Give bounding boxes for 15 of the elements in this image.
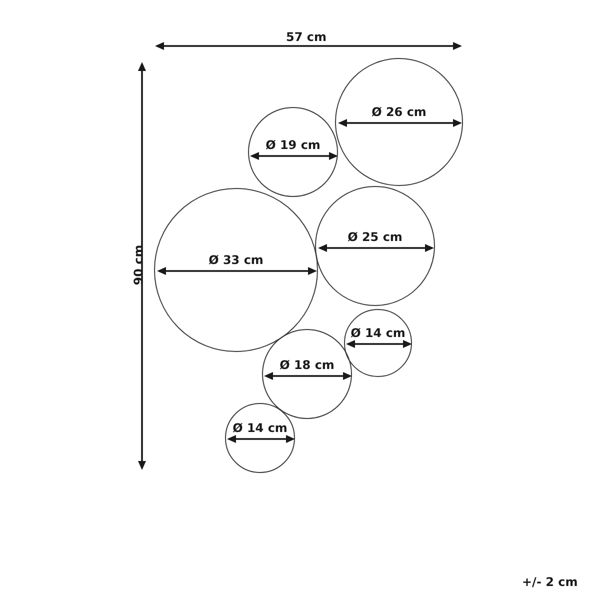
circle-outline (248, 107, 338, 197)
diameter-label: Ø 25 cm (346, 230, 404, 244)
dimension-label: 57 cm (286, 30, 326, 44)
diameter-label: Ø 19 cm (264, 138, 322, 152)
diameter-label: Ø 18 cm (278, 358, 336, 372)
circle-outline (262, 329, 352, 419)
circle-outline (315, 186, 435, 306)
circle-outline (225, 403, 295, 473)
diameter-label: Ø 26 cm (370, 105, 428, 119)
circle-outline (154, 188, 318, 352)
diameter-label: Ø 14 cm (232, 421, 288, 435)
diameter-label: Ø 33 cm (208, 253, 264, 267)
circle-outline (335, 58, 463, 186)
diameter-label: Ø 14 cm (350, 326, 406, 340)
dimension-label: +/- 2 cm (522, 575, 578, 589)
